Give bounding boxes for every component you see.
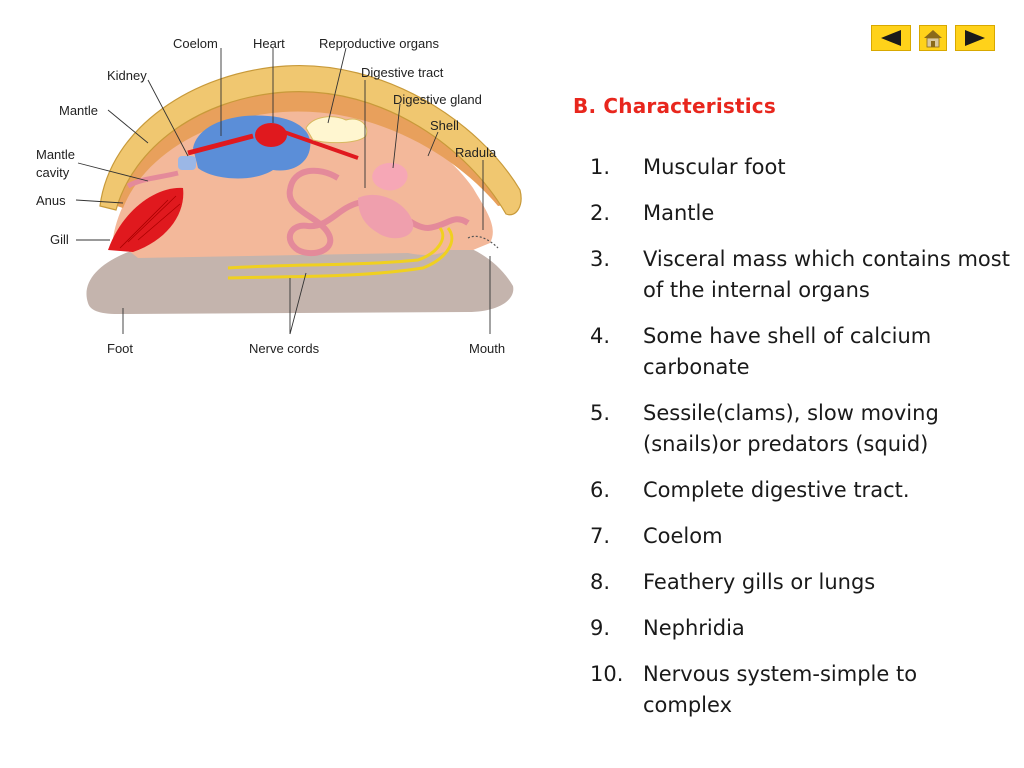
slide-navigation bbox=[871, 25, 995, 51]
list-item: 2. Mantle bbox=[590, 198, 1010, 229]
home-button[interactable] bbox=[919, 25, 947, 51]
label-shell: Shell bbox=[430, 118, 459, 133]
list-item-text: Muscular foot bbox=[643, 155, 786, 179]
list-item-number: 8. bbox=[590, 570, 611, 594]
nerve-cords-shape bbox=[227, 227, 454, 280]
list-item: 3. Visceral mass which contains most of t… bbox=[590, 244, 1010, 306]
heart-shape bbox=[255, 123, 287, 147]
label-heart: Heart bbox=[253, 36, 285, 51]
label-gill: Gill bbox=[50, 232, 69, 247]
list-item-text: Feathery gills or lungs bbox=[643, 570, 876, 594]
list-item: 10. Nervous system-simple to complex bbox=[590, 659, 1010, 721]
list-item: 7. Coelom bbox=[590, 521, 1010, 552]
list-item: 6. Complete digestive tract. bbox=[590, 475, 1010, 506]
list-item-text: Nephridia bbox=[643, 616, 745, 640]
list-item-number: 5. bbox=[590, 401, 611, 425]
digestive-tract-shape bbox=[286, 167, 470, 257]
list-item-text: Nervous system-simple to complex bbox=[643, 662, 918, 717]
shell-shape bbox=[99, 65, 522, 216]
label-mantle-cavity-line2: cavity bbox=[36, 165, 70, 180]
label-digestive-tract: Digestive tract bbox=[361, 65, 444, 80]
reproductive-organs-shape bbox=[305, 116, 368, 144]
list-item-number: 3. bbox=[590, 247, 611, 271]
home-icon bbox=[924, 30, 942, 48]
list-item-text: Sessile(clams), slow moving (snails)or p… bbox=[643, 401, 939, 456]
list-item-number: 2. bbox=[590, 201, 611, 225]
label-reproductive-organs: Reproductive organs bbox=[319, 36, 439, 51]
digestive-gland-shape bbox=[372, 162, 408, 191]
label-digestive-gland: Digestive gland bbox=[393, 92, 482, 107]
kidney-shape bbox=[178, 156, 196, 170]
characteristics-list: 1. Muscular foot 2. Mantle 3. Visceral mass… bbox=[590, 152, 1010, 736]
list-item-text: Mantle bbox=[643, 201, 715, 225]
list-item: 4. Some have shell of calcium carbonate bbox=[590, 321, 1010, 383]
list-item-number: 4. bbox=[590, 324, 611, 348]
list-item: 5. Sessile(clams), slow moving (snails)or… bbox=[590, 398, 1010, 460]
mollusc-anatomy-diagram: Coelom Heart Reproductive organs Kidney … bbox=[36, 36, 522, 356]
previous-slide-button[interactable] bbox=[871, 25, 911, 51]
list-item-number: 6. bbox=[590, 478, 611, 502]
section-heading: B. Characteristics bbox=[573, 94, 776, 118]
list-item-text: Some have shell of calcium carbonate bbox=[643, 324, 932, 379]
list-item-number: 9. bbox=[590, 616, 611, 640]
list-item-number: 1. bbox=[590, 155, 611, 179]
label-anus: Anus bbox=[36, 193, 66, 208]
label-foot: Foot bbox=[107, 341, 133, 356]
radula-shape bbox=[467, 235, 499, 249]
label-kidney: Kidney bbox=[107, 68, 147, 83]
label-coelom: Coelom bbox=[173, 36, 218, 51]
list-item: 8. Feathery gills or lungs bbox=[590, 567, 1010, 598]
label-mantle: Mantle bbox=[59, 103, 98, 118]
list-item-text: Coelom bbox=[643, 524, 723, 548]
list-item: 9. Nephridia bbox=[590, 613, 1010, 644]
list-item-text: Visceral mass which contains most of the… bbox=[643, 247, 1010, 302]
list-item: 1. Muscular foot bbox=[590, 152, 1010, 183]
list-item-number: 7. bbox=[590, 524, 611, 548]
next-slide-button[interactable] bbox=[955, 25, 995, 51]
triangle-left-icon bbox=[881, 30, 901, 46]
triangle-right-icon bbox=[965, 30, 985, 46]
list-item-number: 10. bbox=[590, 662, 624, 686]
label-radula: Radula bbox=[455, 145, 497, 160]
list-item-text: Complete digestive tract. bbox=[643, 478, 910, 502]
label-nerve-cords: Nerve cords bbox=[249, 341, 320, 356]
label-mantle-cavity-line1: Mantle bbox=[36, 147, 75, 162]
label-mouth: Mouth bbox=[469, 341, 505, 356]
